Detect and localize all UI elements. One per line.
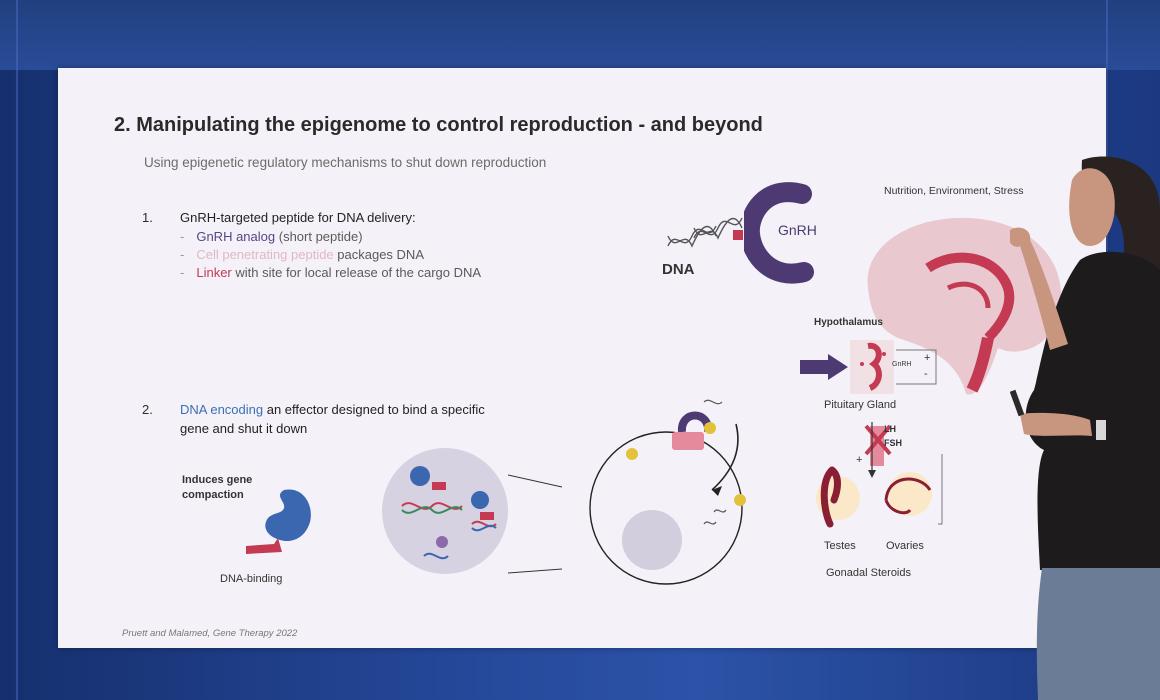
dna-binding-label: DNA-binding xyxy=(220,573,283,585)
effector-protein-icon xyxy=(246,489,311,554)
dna-encoding-text: DNA encoding xyxy=(180,402,264,417)
presenter-figure xyxy=(1010,156,1160,700)
gnrh-small-label: GnRH xyxy=(892,361,912,368)
linker-square-icon xyxy=(733,230,743,240)
wall-seam xyxy=(16,0,18,700)
ovaries-label: Ovaries xyxy=(886,540,924,552)
gnrh-label: GnRH xyxy=(778,222,817,238)
gnrh-analog-text: GnRH analog xyxy=(196,229,276,244)
item-2-line-1: DNA encoding an effector designed to bin… xyxy=(180,402,485,417)
citation: Pruett and Malamed, Gene Therapy 2022 xyxy=(122,628,298,639)
linker-text: Linker xyxy=(196,265,232,280)
slide-title: 2. Manipulating the epigenome to control… xyxy=(114,114,763,136)
slide-subtitle: Using epigenetic regulatory mechanisms t… xyxy=(144,155,547,170)
hypothalamus-label: Hypothalamus xyxy=(814,317,883,328)
brain-icon xyxy=(867,217,1062,395)
point-text: packages DNA xyxy=(333,247,424,262)
item-1-point-3: -Linker with site for local release of t… xyxy=(180,265,482,280)
zoom-lines xyxy=(508,474,563,574)
chromatin-zoom-circle xyxy=(382,448,508,574)
nutrition-label: Nutrition, Environment, Stress xyxy=(884,185,1024,197)
cpp-text: Cell penetrating peptide xyxy=(196,247,334,262)
dna-label: DNA xyxy=(662,261,695,278)
studio-wall-top xyxy=(0,0,1160,70)
lh-fsh-block-icon xyxy=(864,422,892,478)
feedback-plus-1: + xyxy=(924,352,931,364)
gonadal-steroids-label: Gonadal Steroids xyxy=(826,567,911,579)
input-arrow-icon xyxy=(800,354,848,380)
gnrh-receptor-icon xyxy=(744,182,814,284)
induces-label-2: compaction xyxy=(182,489,244,501)
item-1-heading: GnRH-targeted peptide for DNA delivery: xyxy=(180,210,416,225)
fsh-label: FSH xyxy=(884,438,902,448)
item-1-point-2: -Cell penetrating peptide packages DNA xyxy=(180,247,424,262)
induces-label-1: Induces gene xyxy=(182,474,253,486)
item-2-line-2: gene and shut it down xyxy=(180,421,308,436)
target-cell-icon xyxy=(589,399,746,585)
item-2-number: 2. xyxy=(142,402,153,417)
lh-label: LH xyxy=(884,424,896,434)
point-text: with site for local release of the cargo… xyxy=(231,265,482,280)
gonads-icon xyxy=(816,454,943,528)
item-1-point-1: -GnRH analog (short peptide) xyxy=(180,229,363,244)
item-2-text: an effector designed to bind a specific xyxy=(263,402,485,417)
feedback-plus-2: + xyxy=(856,454,863,466)
feedback-minus-1: - xyxy=(924,368,928,380)
dna-helix-icon xyxy=(667,217,743,248)
testes-label: Testes xyxy=(824,540,856,552)
pituitary-label: Pituitary Gland xyxy=(824,399,897,411)
point-text: (short peptide) xyxy=(275,229,363,244)
presentation-slide: 2. Manipulating the epigenome to control… xyxy=(58,68,1106,648)
item-1-number: 1. xyxy=(142,210,153,225)
hypothalamus-neuron-icon xyxy=(850,340,937,394)
